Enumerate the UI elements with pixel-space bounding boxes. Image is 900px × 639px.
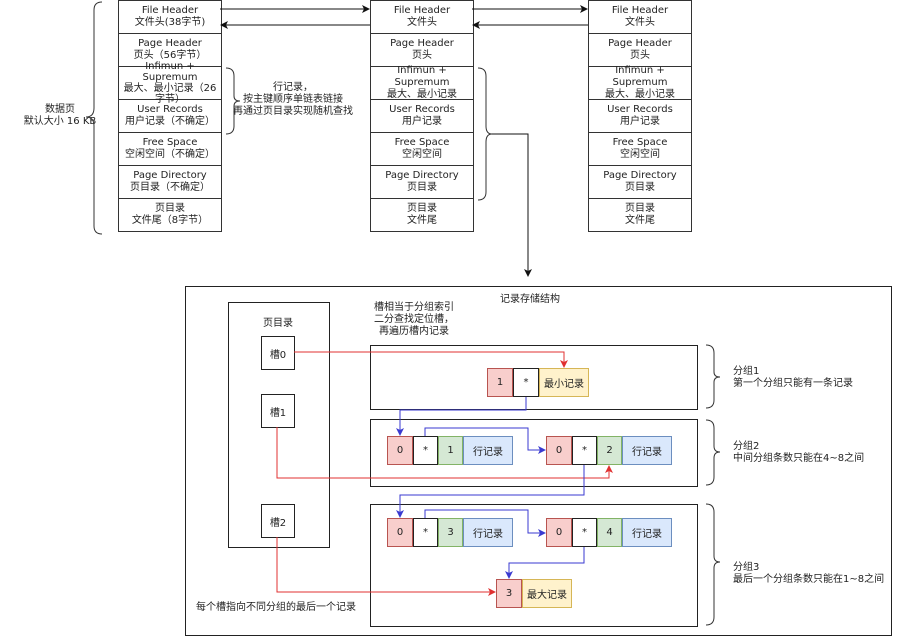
record-storage-title: 记录存储结构 — [500, 294, 560, 305]
min-record-owned: 1 — [487, 368, 513, 397]
file-trailer-cell: 页目录文件尾 — [407, 203, 437, 226]
group-1-label: 分组1 第一个分组只能有一条记录 — [733, 366, 853, 389]
record-3-row: 行记录 — [463, 518, 513, 547]
record-4-next-pointer[interactable]: * — [572, 518, 597, 547]
group-3-label: 分组3 最后一个分组条数只能在1~8之间 — [733, 562, 885, 585]
slot-0[interactable]: 槽0 — [261, 336, 295, 370]
record-3-owned: 0 — [387, 518, 413, 547]
min-record-label: 最小记录 — [539, 368, 589, 397]
page-2-to-storage-arrow — [492, 133, 532, 277]
file-trailer-cell: 页目录文件尾 — [625, 203, 655, 226]
page-directory-title: 页目录 — [263, 318, 293, 329]
slot-1[interactable]: 槽1 — [261, 394, 295, 428]
max-record-label: 最大记录 — [522, 579, 572, 608]
record-3-key: 3 — [438, 518, 463, 547]
page-2-records-brace — [477, 67, 493, 201]
record-1-owned: 0 — [387, 436, 413, 465]
bottom-note: 每个槽指向不同分组的最后一个记录 — [196, 602, 356, 613]
slot-2[interactable]: 槽2 — [261, 504, 295, 538]
record-2-row: 行记录 — [622, 436, 672, 465]
record-4-row: 行记录 — [622, 518, 672, 547]
record-2-key: 2 — [597, 436, 622, 465]
group-2-label: 分组2 中间分组条数只能在4~8之间 — [733, 441, 865, 464]
record-1-key: 1 — [438, 436, 463, 465]
slot-note: 槽相当于分组索引 二分查找定位槽， 再遍历槽内记录 — [374, 302, 454, 337]
file-trailer-cell: 页目录文件尾（8字节） — [131, 203, 209, 226]
min-record-next-pointer[interactable]: * — [513, 368, 539, 397]
record-1-next-pointer[interactable]: * — [413, 436, 438, 465]
record-1-row: 行记录 — [463, 436, 513, 465]
data-page-label: 数据页 默认大小 16 KB — [23, 104, 97, 127]
record-2-next-pointer[interactable]: * — [572, 436, 597, 465]
record-3-next-pointer[interactable]: * — [413, 518, 438, 547]
row-record-note: 行记录， 按主键顺序单链表链接 再通过页目录实现随机查找 — [233, 82, 353, 117]
record-2-owned: 0 — [546, 436, 572, 465]
record-4-key: 4 — [597, 518, 622, 547]
max-record-owned: 3 — [496, 579, 522, 608]
record-4-owned: 0 — [546, 518, 572, 547]
